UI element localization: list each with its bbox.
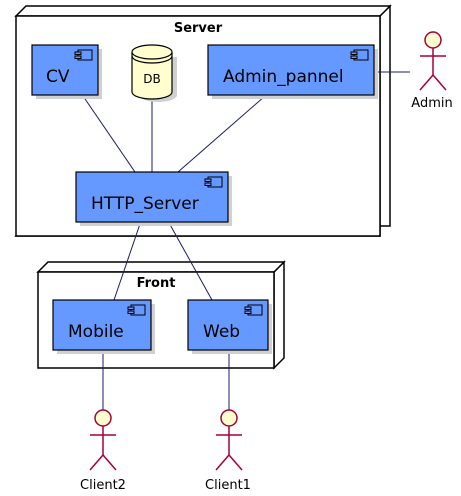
component-admin-pannel[interactable]: Admin_pannel (207, 44, 378, 99)
edge-cv-http (82, 95, 136, 173)
server-node-title: Server (174, 21, 223, 36)
component-mobile[interactable]: Mobile (52, 299, 155, 354)
front-node-title: Front (137, 276, 176, 291)
component-web-label: Web (203, 322, 240, 342)
actor-client2-label: Client2 (80, 478, 126, 493)
edge-admin-pannel-http (177, 95, 266, 173)
component-web[interactable]: Web (187, 299, 272, 354)
edge-http-web (167, 220, 213, 301)
component-http-server[interactable]: HTTP_Server (75, 171, 232, 226)
server-node-top (14, 5, 392, 17)
component-http-server-label: HTTP_Server (91, 194, 199, 214)
actor-client1-label: Client1 (205, 478, 251, 493)
database-db[interactable]: DB (131, 44, 177, 102)
component-cv[interactable]: CV (31, 44, 102, 99)
actor-client1-head (220, 409, 238, 427)
component-admin-pannel-label: Admin_pannel (223, 67, 344, 87)
front-node-top (36, 261, 286, 273)
actor-client2[interactable]: Client2 (80, 409, 126, 493)
component-cv-label: CV (46, 67, 70, 87)
actor-admin-head (424, 31, 442, 49)
actor-admin-label: Admin (411, 96, 452, 111)
front-node-depth (273, 260, 285, 370)
edges (82, 71, 410, 410)
actor-admin[interactable]: Admin (411, 31, 453, 111)
actor-client1[interactable]: Client1 (205, 409, 251, 493)
database-db-label: DB (143, 72, 160, 86)
component-mobile-label: Mobile (68, 322, 124, 342)
edge-http-mobile (113, 220, 142, 301)
actor-client2-head (94, 409, 112, 427)
